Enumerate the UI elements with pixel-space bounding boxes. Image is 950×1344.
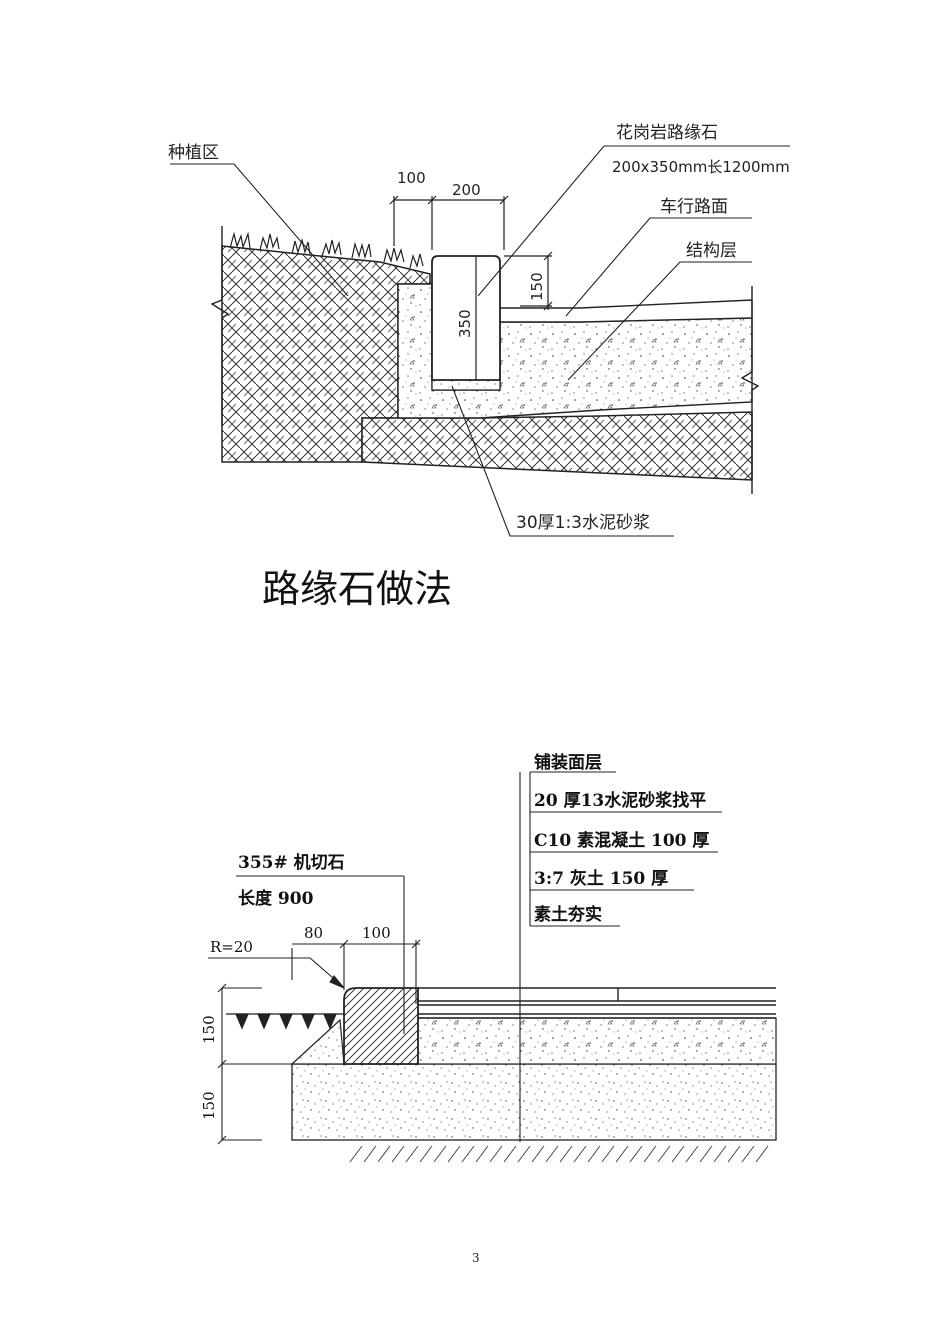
label-curb-spec: 200x350mm长1200mm — [612, 158, 790, 176]
curb-detail-drawing: 100 200 150 350 种植区 花岗岩路缘石 200x350mm长120… — [168, 123, 790, 611]
label-stone: 355# 机切石 — [238, 852, 345, 873]
left-surface — [226, 1013, 344, 1030]
dim-100-b: 100 — [362, 924, 391, 942]
label-mortar: 30厚1:3水泥砂浆 — [516, 513, 650, 533]
label-compacted: 素土夯实 — [534, 904, 602, 925]
concrete-layer — [417, 1017, 777, 1065]
label-leveling: 20 厚13水泥砂浆找平 — [534, 790, 706, 811]
cut-stone-detail-drawing: 80 100 R=20 355# 机切石 长度 900 150 150 — [200, 752, 777, 1163]
dim-80: 80 — [304, 924, 323, 942]
label-paving-surface: 铺装面层 — [534, 752, 602, 773]
paving-layers — [418, 987, 776, 1019]
label-length: 长度 900 — [238, 888, 314, 909]
dim-150-upper: 150 — [200, 1015, 218, 1044]
lime-soil-layer — [291, 1063, 777, 1141]
dim-radius: R=20 — [210, 938, 253, 956]
concrete-haunch — [290, 1018, 345, 1065]
label-concrete: C10 素混凝土 100 厚 — [534, 830, 709, 851]
mortar-bed — [431, 379, 501, 391]
label-lime-soil: 3:7 灰土 150 厚 — [534, 868, 668, 889]
base-soil — [361, 411, 753, 481]
drawing-title: 路缘石做法 — [262, 567, 452, 611]
label-curb-stone: 花岗岩路缘石 — [616, 123, 718, 143]
compacted-soil — [349, 1139, 776, 1163]
label-planting-area: 种植区 — [168, 143, 219, 163]
dim-200: 200 — [452, 181, 481, 199]
label-road-surface: 车行路面 — [660, 197, 728, 217]
dim-350: 350 — [456, 309, 474, 338]
granite-curb — [431, 255, 501, 381]
dim-150: 150 — [528, 272, 546, 301]
cut-stone — [343, 987, 419, 1065]
grass — [229, 231, 424, 269]
label-structure-layer: 结构层 — [686, 241, 737, 261]
page-number: 3 — [472, 1251, 480, 1265]
dim-150-lower: 150 — [200, 1091, 218, 1120]
dim-100: 100 — [397, 169, 426, 187]
